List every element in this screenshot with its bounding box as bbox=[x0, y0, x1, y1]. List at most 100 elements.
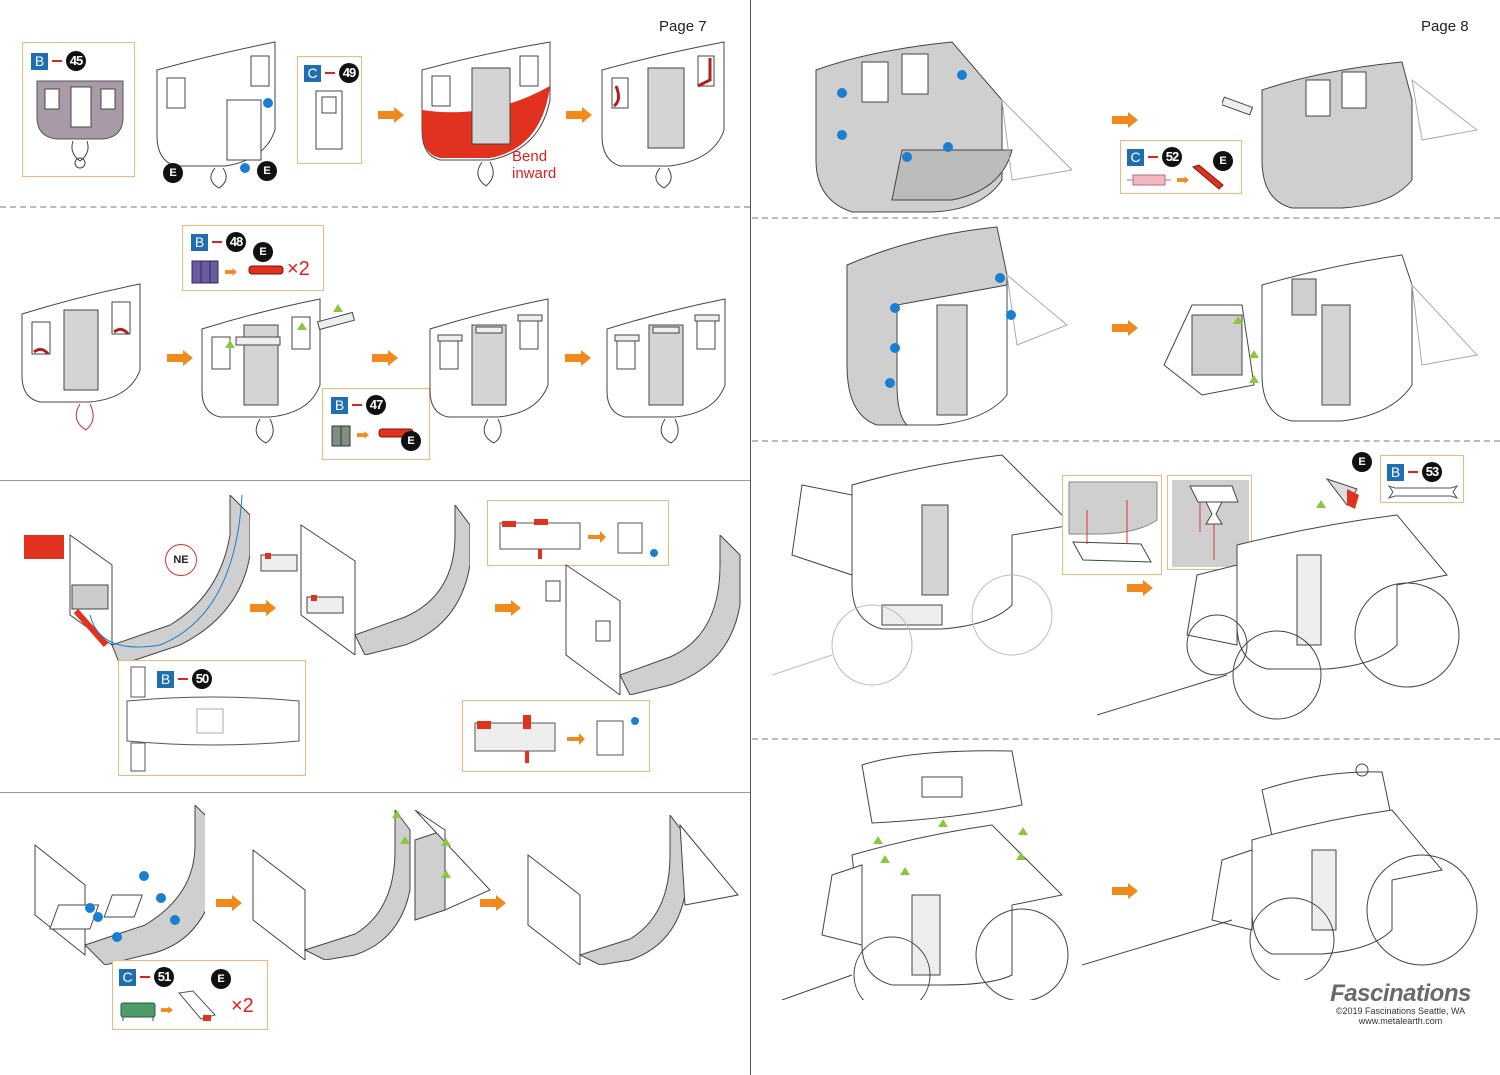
glue-badge: E bbox=[163, 163, 183, 183]
coach-panel-result bbox=[600, 40, 730, 190]
step-arrow-icon bbox=[378, 107, 404, 123]
part-number: 52 bbox=[1162, 147, 1182, 167]
part-number: 45 bbox=[66, 51, 86, 71]
part-ref-b45: B 45 bbox=[31, 51, 86, 71]
sheet-badge: B bbox=[1387, 463, 1404, 481]
bracket-detail-illustration bbox=[1172, 480, 1249, 567]
separator bbox=[325, 72, 335, 74]
step-arrow-icon bbox=[1112, 112, 1138, 128]
part-ref-b48: B 48 bbox=[191, 232, 246, 252]
tray-detail-illustration bbox=[1067, 480, 1159, 572]
coach-panel-step2c bbox=[428, 295, 558, 445]
sheet-badge: C bbox=[304, 64, 321, 82]
green-triangle-marker bbox=[880, 855, 890, 863]
part-number: 47 bbox=[366, 395, 386, 415]
seat-install-step4c bbox=[510, 815, 740, 965]
folded-seat-illustration bbox=[177, 989, 217, 1025]
part-number: 53 bbox=[1422, 462, 1442, 482]
part-number: 50 bbox=[192, 669, 212, 689]
bend-label: Bend bbox=[512, 148, 548, 165]
blue-dot-marker bbox=[943, 142, 953, 152]
step-arrow-icon bbox=[1112, 320, 1138, 336]
step-divider bbox=[0, 792, 750, 793]
callout-part-47: B 47 E bbox=[322, 388, 430, 460]
seat-install-step4a bbox=[15, 805, 205, 965]
blue-dot-marker bbox=[957, 70, 967, 80]
green-triangle-marker bbox=[873, 836, 883, 844]
green-triangle-marker bbox=[225, 340, 235, 348]
blue-dot-marker bbox=[112, 932, 122, 942]
sheet-badge: B bbox=[157, 670, 174, 688]
sheet-badge: B bbox=[331, 396, 348, 414]
step-arrow-icon bbox=[250, 600, 276, 616]
quantity-multiplier: ×2 bbox=[287, 258, 310, 280]
glue-badge: E bbox=[1352, 452, 1372, 472]
coach-panel-bend bbox=[420, 40, 560, 190]
part-number: 49 bbox=[339, 63, 359, 83]
coach-panel-step2b bbox=[200, 295, 360, 445]
glue-badge: E bbox=[253, 242, 273, 262]
part-ref-b50: B 50 bbox=[157, 669, 212, 689]
coach-panel-step2a bbox=[20, 280, 145, 435]
blue-dot-marker bbox=[85, 903, 95, 913]
callout-part-48: B 48 E ×2 bbox=[182, 225, 324, 291]
coach-body-front-assembly bbox=[837, 225, 1077, 430]
step-arrow-icon bbox=[167, 350, 193, 366]
blue-dot-marker bbox=[885, 378, 895, 388]
part-50-illustration bbox=[123, 665, 303, 773]
mini-arrow-icon bbox=[1177, 176, 1189, 184]
green-triangle-marker bbox=[1233, 316, 1243, 324]
part-number: 48 bbox=[226, 232, 246, 252]
floor-panel-step3b bbox=[255, 505, 470, 655]
part-52-illustration bbox=[1127, 173, 1171, 187]
glue-badge: E bbox=[257, 161, 277, 181]
step-arrow-icon bbox=[480, 895, 506, 911]
step-arrow-icon bbox=[1112, 883, 1138, 899]
folded-part-illustration bbox=[1191, 163, 1225, 191]
quantity-multiplier: ×2 bbox=[231, 995, 254, 1017]
page-divider bbox=[750, 0, 751, 1075]
inward-label: inward bbox=[512, 165, 557, 182]
coach-panel-step2d bbox=[605, 295, 735, 445]
part-49-illustration bbox=[314, 89, 344, 153]
separator bbox=[212, 241, 222, 243]
blue-dot-marker bbox=[837, 130, 847, 140]
green-triangle-marker bbox=[441, 838, 451, 846]
blue-dot-marker bbox=[170, 915, 180, 925]
coach-with-wheels bbox=[1097, 465, 1487, 725]
part-ref-c49: C 49 bbox=[304, 63, 359, 83]
blue-dot-marker bbox=[837, 88, 847, 98]
callout-fold-bottom bbox=[462, 700, 650, 772]
part-ref-c51: C 51 bbox=[119, 967, 174, 987]
ne-marker: NE bbox=[165, 544, 197, 576]
coach-side-panel bbox=[155, 40, 285, 190]
green-triangle-marker bbox=[1249, 375, 1259, 383]
brand-logo: Fascinations bbox=[1330, 980, 1471, 1007]
green-triangle-marker bbox=[400, 836, 410, 844]
sheet-badge: C bbox=[1127, 148, 1144, 166]
step-arrow-icon bbox=[566, 107, 592, 123]
bend-instruction: Bend inward bbox=[512, 148, 556, 182]
step-arrow-icon bbox=[565, 350, 591, 366]
blue-dot-marker bbox=[240, 163, 250, 173]
sheet-badge: C bbox=[119, 968, 136, 986]
blue-dot-marker bbox=[902, 152, 912, 162]
callout-part-51: C 51 E ×2 bbox=[112, 960, 268, 1030]
seat-install-step4b bbox=[235, 810, 500, 960]
fold-sequence-illustration bbox=[496, 509, 664, 561]
callout-part-52: C 52 E bbox=[1120, 140, 1242, 194]
green-triangle-marker bbox=[938, 819, 948, 827]
completed-stagecoach bbox=[1082, 760, 1487, 980]
part-45-illustration bbox=[33, 75, 127, 171]
floor-panel-assembly bbox=[20, 495, 250, 665]
step-divider bbox=[0, 480, 750, 481]
glue-badge: E bbox=[1213, 151, 1233, 171]
coach-roof-assembly bbox=[772, 745, 1097, 1000]
website-link[interactable]: www.metalearth.com bbox=[1358, 1016, 1443, 1026]
green-triangle-marker bbox=[333, 304, 343, 312]
callout-part-45: B 45 bbox=[22, 42, 135, 177]
brand-block: Fascinations ©2019 Fascinations Seattle,… bbox=[1318, 980, 1483, 1026]
green-triangle-marker bbox=[392, 810, 402, 818]
coach-body-interior bbox=[812, 40, 1072, 215]
blue-dot-marker bbox=[139, 871, 149, 881]
